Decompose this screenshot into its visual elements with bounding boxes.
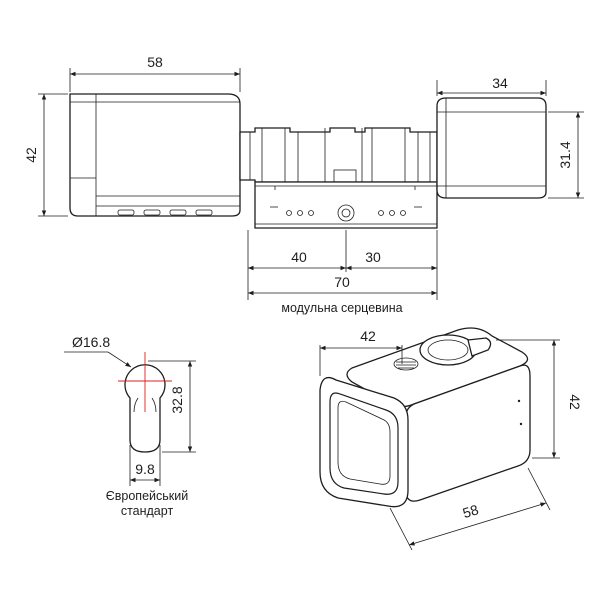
side-view: 58 42 34 31.4 40 — [23, 54, 584, 315]
dim-side-width: 58 — [69, 54, 241, 92]
dim-iso-side: 42 — [496, 339, 583, 459]
dim-profile-diameter: Ø16.8 — [64, 334, 132, 368]
profile-caption-line2: стандарт — [121, 504, 174, 518]
reader-bottom-keys — [117, 209, 213, 216]
dim-profile-width: 9.8 — [129, 445, 161, 486]
isometric-view: 42 42 58 — [319, 327, 583, 551]
dim-label-iso-42-side: 42 — [567, 394, 583, 410]
dim-label-34: 34 — [492, 75, 508, 91]
dim-label-diameter: Ø16.8 — [72, 334, 110, 350]
dim-label-iso-42-top: 42 — [360, 328, 376, 344]
thumb-knob — [436, 97, 547, 199]
reader-body — [69, 93, 241, 217]
dim-iso-top: 42 — [319, 328, 403, 376]
dim-label-9-8: 9.8 — [135, 461, 155, 477]
dim-knob-height: 31.4 — [548, 111, 584, 199]
dim-side-height: 42 — [23, 93, 68, 217]
dim-core-total: 70 модульна серцевина — [248, 274, 437, 315]
core-caption: модульна серцевина — [281, 301, 402, 315]
dim-label-32-8: 32.8 — [169, 386, 185, 413]
iso-knob — [419, 334, 492, 366]
dim-label-40: 40 — [291, 249, 307, 265]
profile-caption-line1: Європейський — [106, 489, 188, 503]
cylinder-core — [239, 127, 438, 229]
dim-core-split: 40 30 — [247, 230, 438, 300]
profile-view: Ø16.8 32.8 9.8 Європейський стандарт — [64, 334, 196, 518]
dim-label-42: 42 — [23, 147, 39, 163]
dim-label-31-4: 31.4 — [557, 141, 573, 168]
dim-label-58: 58 — [147, 54, 163, 70]
dim-label-70: 70 — [334, 274, 350, 290]
dim-label-30: 30 — [365, 249, 381, 265]
dim-knob-width: 34 — [436, 75, 547, 96]
dim-iso-bottom: 58 — [389, 467, 551, 551]
dim-profile-height: 32.8 — [148, 360, 196, 453]
iso-speaker — [393, 357, 419, 371]
dim-label-iso-58: 58 — [461, 501, 481, 521]
